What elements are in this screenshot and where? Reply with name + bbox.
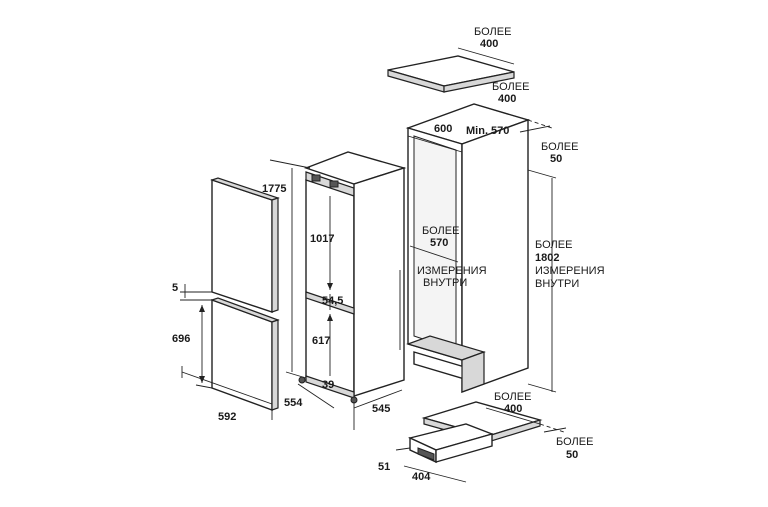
hinge-top-left bbox=[311, 174, 321, 182]
top-vent-panel-side bbox=[443, 71, 515, 93]
lower-door-side-edge bbox=[271, 319, 279, 411]
grille-height-dim bbox=[395, 447, 411, 451]
door-width-dim bbox=[181, 371, 273, 405]
top-cut-word: БОЛЕЕ bbox=[492, 81, 529, 93]
arrow-up bbox=[199, 305, 205, 312]
inner-width-note-2: ВНУТРИ bbox=[423, 277, 467, 289]
total-height-ext-top bbox=[269, 159, 311, 169]
plinth-label: 39 bbox=[322, 379, 334, 391]
inner-height-ext-top bbox=[527, 169, 557, 179]
lower-section-label: 617 bbox=[312, 335, 330, 347]
arrow-down bbox=[327, 283, 333, 290]
arrow-up bbox=[327, 314, 333, 321]
rear-gap-word: БОЛЕЕ bbox=[541, 141, 578, 153]
foot-left bbox=[298, 376, 306, 384]
grille-slot bbox=[417, 447, 435, 461]
lower-door-ext bbox=[195, 384, 213, 389]
door-gap-label: 5 bbox=[172, 282, 178, 294]
door-width-label: 592 bbox=[218, 411, 236, 423]
bottom-cut-dim bbox=[485, 407, 541, 425]
inner-width-word: БОЛЕЕ bbox=[422, 225, 459, 237]
inner-width-dim bbox=[409, 245, 459, 263]
inner-height-note-2: ВНУТРИ bbox=[535, 278, 579, 290]
cabinet: БОЛЕЕ 400 БОЛЕЕ 400 600 Min. 570 БОЛЕЕ 5… bbox=[387, 26, 605, 461]
divider-label: 54,5 bbox=[322, 295, 343, 307]
upper-door-panel bbox=[211, 179, 273, 313]
bottom-gap-word: БОЛЕЕ bbox=[556, 436, 593, 448]
appliance-side bbox=[353, 167, 405, 397]
cabinet-base-side bbox=[461, 351, 485, 393]
grille-height-label: 51 bbox=[378, 461, 390, 473]
bottom-cut-word: БОЛЕЕ bbox=[494, 391, 531, 403]
plinth-grille: 51 404 bbox=[378, 423, 495, 483]
inner-width-note-1: ИЗМЕРЕНИЯ bbox=[417, 265, 487, 277]
grille-width-dim bbox=[403, 465, 467, 483]
top-cut-dim bbox=[473, 103, 529, 121]
bottom-gap-dash bbox=[539, 423, 565, 433]
min-depth-label: Min. 570 bbox=[466, 125, 509, 137]
total-height-ext-bottom bbox=[285, 371, 307, 379]
rear-gap-dash bbox=[527, 119, 553, 129]
inner-height-note-1: ИЗМЕРЕНИЯ bbox=[535, 265, 605, 277]
door-panels: 5 696 592 bbox=[172, 177, 280, 423]
inner-height-word: БОЛЕЕ bbox=[535, 239, 572, 251]
cabinet-side bbox=[461, 119, 529, 393]
top-cut-value: 400 bbox=[498, 93, 516, 105]
grille-front bbox=[435, 433, 493, 463]
inner-width-value: 570 bbox=[430, 237, 448, 249]
inner-height-value: 1802 bbox=[535, 252, 559, 264]
cabinet-width-label: 600 bbox=[434, 123, 452, 135]
base-depth-dim bbox=[353, 389, 403, 409]
bottom-gap-dim bbox=[543, 427, 567, 433]
total-height-label: 1775 bbox=[262, 183, 286, 195]
hinge-top-mid bbox=[329, 180, 339, 188]
upper-door-side-edge bbox=[271, 197, 279, 313]
top-vent-word: БОЛЕЕ bbox=[474, 26, 511, 38]
depth-label: 554 bbox=[284, 397, 303, 409]
rear-gap-dim bbox=[519, 125, 551, 133]
bottom-gap-value: 50 bbox=[566, 449, 578, 461]
cabinet-width-dim bbox=[407, 135, 463, 153]
inner-height-ext-bottom bbox=[527, 383, 557, 393]
bottom-cut-value: 400 bbox=[504, 403, 522, 415]
top-vent-dim bbox=[457, 47, 515, 65]
base-depth-label: 545 bbox=[372, 403, 390, 415]
depth-dim bbox=[297, 383, 335, 409]
appliance-body: 1775 1017 54,5 617 39 554 545 bbox=[262, 151, 407, 430]
grille-width-label: 404 bbox=[412, 471, 431, 483]
lower-door-height-label: 696 bbox=[172, 333, 190, 345]
rear-gap-value: 50 bbox=[550, 153, 562, 165]
upper-section-label: 1017 bbox=[310, 233, 334, 245]
top-vent-value: 400 bbox=[480, 38, 498, 50]
